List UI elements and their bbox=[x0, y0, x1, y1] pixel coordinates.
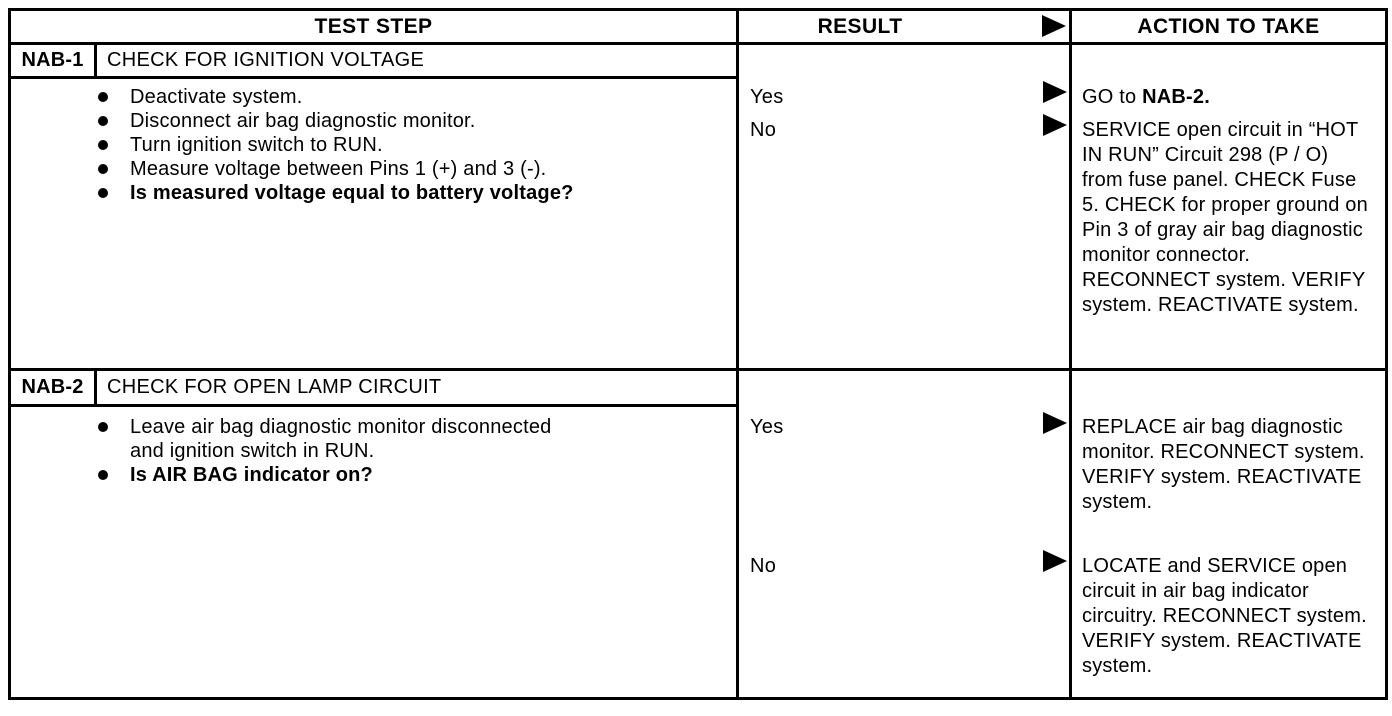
header-test-step-label: TEST STEP bbox=[314, 14, 433, 38]
bullet-text: Deactivate system. bbox=[130, 86, 303, 108]
bullet-icon bbox=[98, 188, 108, 198]
step-title-underline-nab-2 bbox=[11, 404, 736, 407]
result-no-nab-2: No bbox=[750, 555, 777, 577]
header-test-step: TEST STEP bbox=[11, 11, 736, 42]
action-nab-1-yes: GO to NAB-2. bbox=[1082, 85, 1378, 110]
result-arrow-icon bbox=[1043, 114, 1067, 136]
bullet-icon bbox=[98, 422, 108, 432]
step-title-nab-2: CHECK FOR OPEN LAMP CIRCUIT bbox=[97, 371, 746, 404]
bullet-text: Turn ignition switch to RUN. bbox=[130, 134, 383, 156]
column-divider-result-action bbox=[1069, 11, 1072, 697]
bullet-text: Measure voltage between Pins 1 (+) and 3… bbox=[130, 158, 547, 180]
step-title-underline-nab-1 bbox=[11, 76, 736, 79]
action-target-text: NAB-2. bbox=[1142, 86, 1210, 108]
bullet-icon bbox=[98, 140, 108, 150]
result-arrow-icon bbox=[1043, 550, 1067, 572]
bullet-icon bbox=[98, 470, 108, 480]
header-result: RESULT bbox=[739, 11, 1069, 42]
header-action-label: ACTION TO TAKE bbox=[1137, 14, 1320, 38]
bullet-item: Leave air bag diagnostic monitor disconn… bbox=[98, 415, 583, 463]
action-nab-2-yes: REPLACE air bag diagnostic monitor. RECO… bbox=[1082, 416, 1365, 513]
result-no-nab-1: No bbox=[750, 119, 777, 141]
bullet-question-text: Is measured voltage equal to battery vol… bbox=[130, 182, 574, 204]
header-bottom-border bbox=[11, 42, 1385, 45]
result-arrow-icon bbox=[1042, 15, 1066, 37]
step-title-label: CHECK FOR OPEN LAMP CIRCUIT bbox=[107, 376, 442, 398]
bullet-text: Disconnect air bag diagnostic monitor. bbox=[130, 110, 476, 132]
bullet-item: Deactivate system. bbox=[98, 85, 598, 109]
step-id-label: NAB-1 bbox=[21, 49, 84, 71]
result-yes-nab-1: Yes bbox=[750, 86, 784, 108]
bullet-question-text: Is AIR BAG indicator on? bbox=[130, 464, 373, 486]
step-title-nab-1: CHECK FOR IGNITION VOLTAGE bbox=[97, 45, 746, 76]
step-id-label: NAB-2 bbox=[21, 376, 84, 398]
header-action-to-take: ACTION TO TAKE bbox=[1072, 11, 1385, 42]
bullet-icon bbox=[98, 92, 108, 102]
bullet-item: Is measured voltage equal to battery vol… bbox=[98, 181, 598, 205]
action-nab-1-no: SERVICE open circuit in “HOT IN RUN” Cir… bbox=[1082, 119, 1368, 316]
step-bullets-nab-1: Deactivate system. Disconnect air bag di… bbox=[98, 85, 598, 205]
result-arrow-icon bbox=[1043, 412, 1067, 434]
result-yes-nab-2: Yes bbox=[750, 416, 784, 438]
column-divider-test-result bbox=[736, 11, 739, 697]
bullet-icon bbox=[98, 116, 108, 126]
header-result-label: RESULT bbox=[817, 14, 903, 38]
bullet-item: Turn ignition switch to RUN. bbox=[98, 133, 598, 157]
step-title-label: CHECK FOR IGNITION VOLTAGE bbox=[107, 49, 425, 71]
section-divider bbox=[11, 368, 1385, 371]
step-id-box-nab-2: NAB-2 bbox=[11, 371, 97, 404]
result-arrow-icon bbox=[1043, 81, 1067, 103]
step-bullets-nab-2: Leave air bag diagnostic monitor disconn… bbox=[98, 415, 583, 487]
action-text: GO to bbox=[1082, 86, 1137, 108]
step-id-box-nab-1: NAB-1 bbox=[11, 45, 97, 76]
pinpoint-test-table: TEST STEP RESULT ACTION TO TAKE NAB-1 CH… bbox=[8, 8, 1388, 700]
action-nab-2-no: LOCATE and SERVICE open circuit in air b… bbox=[1082, 555, 1367, 677]
bullet-item: Disconnect air bag diagnostic monitor. bbox=[98, 109, 598, 133]
bullet-text: Leave air bag diagnostic monitor disconn… bbox=[130, 416, 552, 462]
bullet-item: Is AIR BAG indicator on? bbox=[98, 463, 583, 487]
bullet-item: Measure voltage between Pins 1 (+) and 3… bbox=[98, 157, 598, 181]
bullet-icon bbox=[98, 164, 108, 174]
